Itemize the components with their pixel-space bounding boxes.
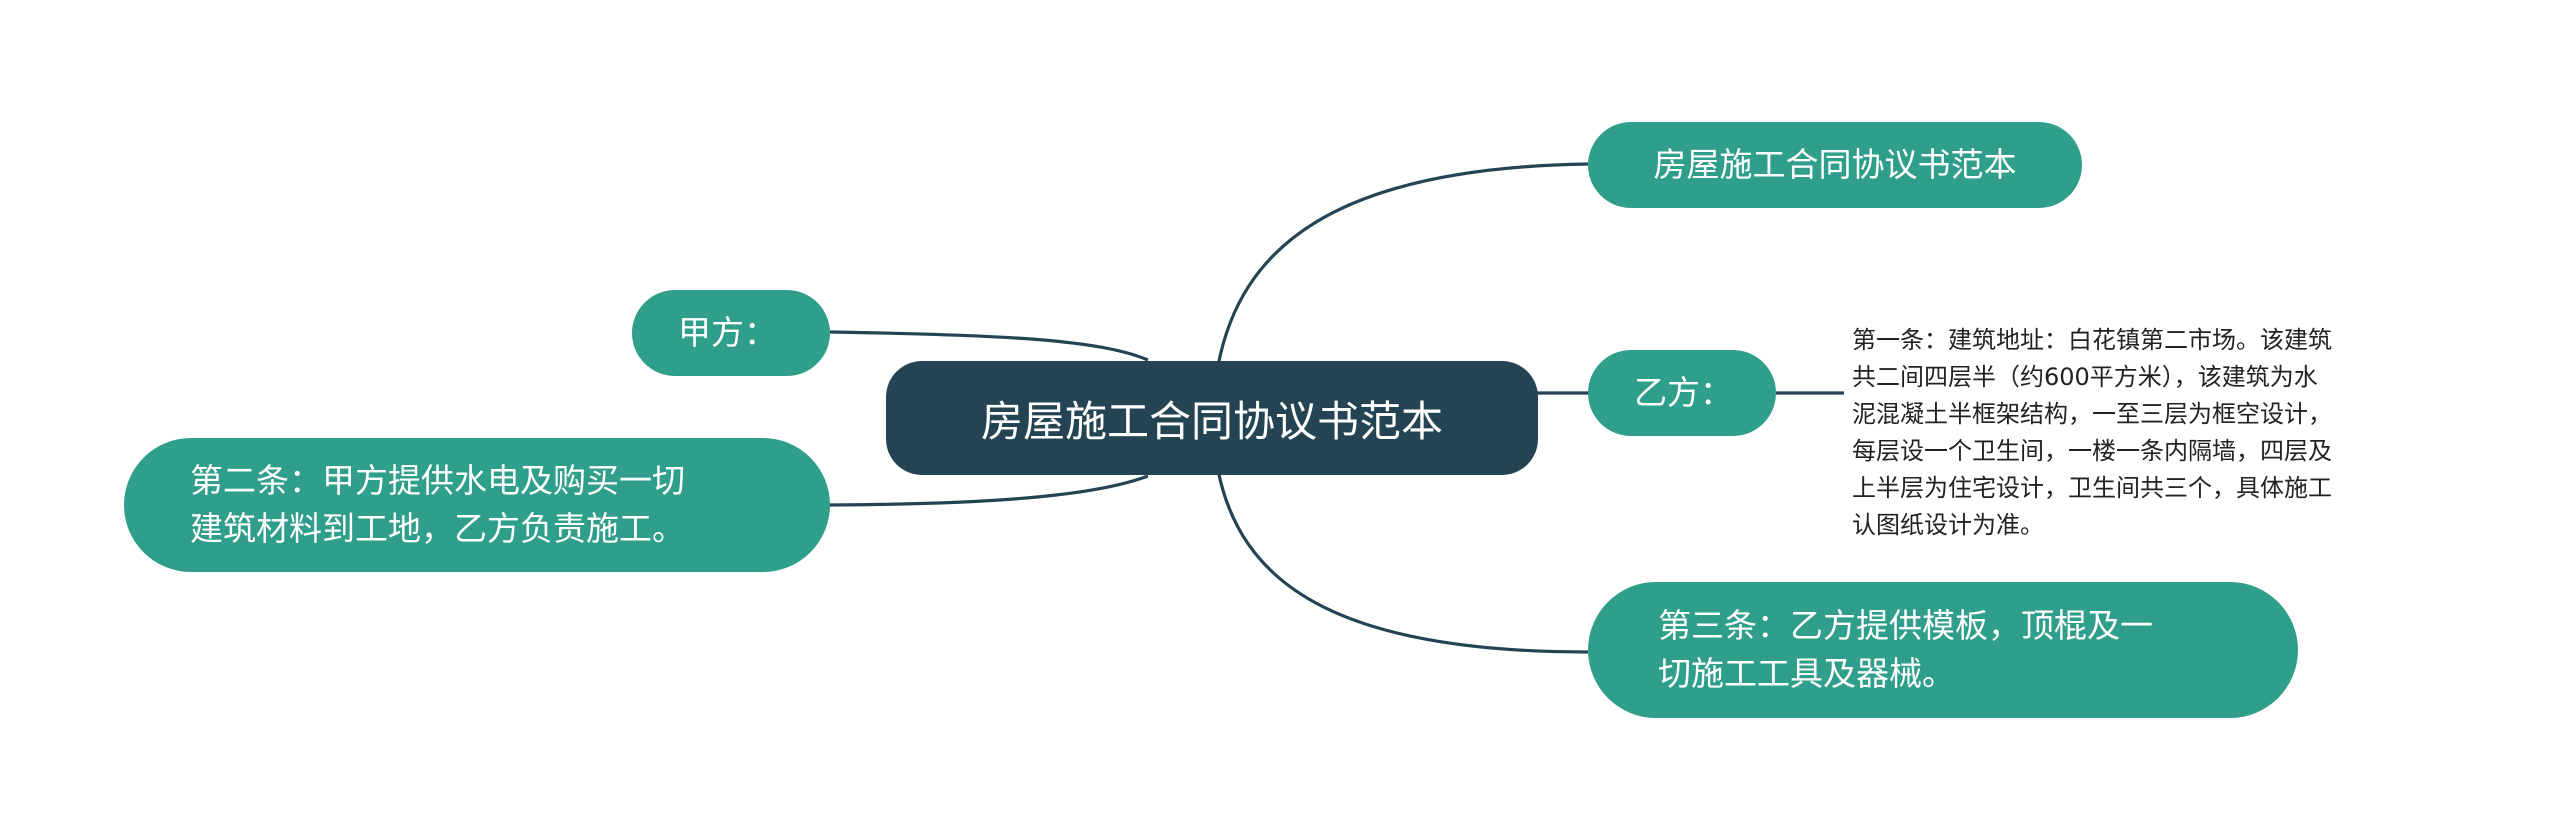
node-title-copy[interactable]: 房屋施工合同协议书范本 [1588,122,2082,208]
note-clause-1-text: 第一条：建筑地址：白花镇第二市场。该建筑 共二间四层半（约600平方米），该建筑… [1852,326,2332,539]
connector-party-a [829,330,1149,362]
connector-title-copy [1216,162,1589,367]
node-clause-2-label: 第二条：甲方提供水电及购买一切 建筑材料到工地，乙方负责施工。 [190,461,685,548]
root-topic[interactable]: 房屋施工合同协议书范本 [886,361,1538,475]
node-title-copy-label: 房屋施工合同协议书范本 [1653,145,2017,184]
node-party-b-label: 乙方： [1634,373,1733,412]
node-clause-3[interactable]: 第三条：乙方提供模板，顶棍及一 切施工工具及器械。 [1588,582,2298,718]
node-party-a-label: 甲方： [678,313,777,352]
node-party-b[interactable]: 乙方： [1588,350,1776,436]
connector-clause-3 [1216,469,1589,654]
node-party-a[interactable]: 甲方： [632,290,830,376]
note-clause-1: 第一条：建筑地址：白花镇第二市场。该建筑 共二间四层半（约600平方米），该建筑… [1852,285,2442,544]
root-topic-label: 房屋施工合同协议书范本 [980,396,1443,446]
node-clause-2[interactable]: 第二条：甲方提供水电及购买一切 建筑材料到工地，乙方负责施工。 [124,438,830,572]
connector-clause-2 [829,474,1149,507]
node-clause-3-label: 第三条：乙方提供模板，顶棍及一 切施工工具及器械。 [1658,606,2153,693]
